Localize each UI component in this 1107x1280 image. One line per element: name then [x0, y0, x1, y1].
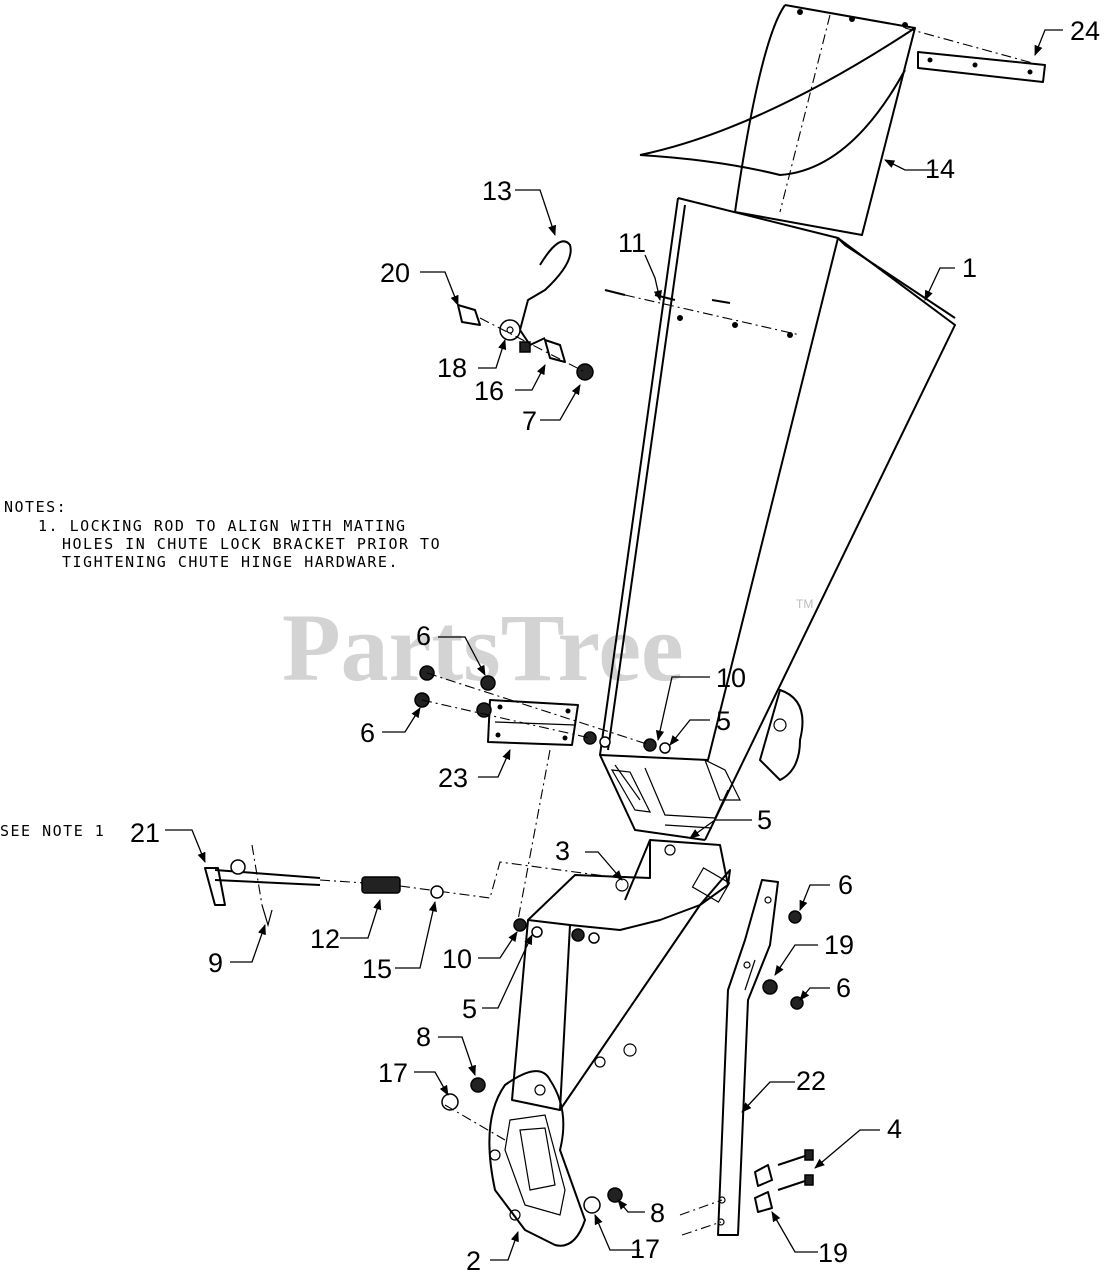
callout-5c: 5 [462, 994, 477, 1024]
callout-7: 7 [522, 406, 537, 436]
callout-15: 15 [362, 954, 392, 984]
callout-4: 4 [887, 1114, 902, 1144]
main-chute [599, 197, 956, 841]
callout-20: 20 [380, 258, 410, 288]
deflector-bracket [904, 27, 1046, 83]
callout-22: 22 [796, 1066, 826, 1096]
callout-11: 11 [618, 228, 646, 258]
lower-bracket [511, 839, 731, 1111]
notes-line-2: HOLES IN CHUTE LOCK BRACKET PRIOR TO [62, 535, 441, 553]
locking-rod-assembly [204, 844, 621, 928]
callout-13: 13 [482, 176, 512, 206]
callout-12: 12 [310, 924, 340, 954]
callout-19b: 19 [818, 1238, 848, 1268]
callout-14: 14 [925, 154, 955, 184]
callout-23: 23 [438, 763, 468, 793]
callout-6c: 6 [838, 870, 853, 900]
callout-6b: 6 [360, 718, 375, 748]
chute-base-plate [441, 1070, 623, 1247]
notes-block: NOTES: 1. LOCKING ROD TO ALIGN WITH MATI… [0, 498, 441, 840]
callout-9: 9 [208, 948, 223, 978]
chute-deflector [639, 4, 916, 236]
notes-line-1: 1. LOCKING ROD TO ALIGN WITH MATING [38, 517, 407, 535]
callout-2: 2 [466, 1246, 481, 1276]
chute-hinge [414, 665, 671, 921]
callout-6d: 6 [836, 973, 851, 1003]
notes-heading: NOTES: [4, 498, 67, 516]
rod-mount-hardware [754, 1149, 814, 1213]
callout-17a: 17 [378, 1058, 408, 1088]
callout-8a: 8 [416, 1022, 431, 1052]
chute-screws [604, 289, 801, 338]
callout-10b: 10 [442, 944, 472, 974]
callout-10a: 10 [716, 663, 746, 693]
watermark-trademark: TM [796, 597, 813, 611]
callout-6a: 6 [416, 621, 431, 651]
notes-line-3: TIGHTENING CHUTE HINGE HARDWARE. [62, 553, 399, 571]
callout-5b: 5 [757, 805, 772, 835]
callout-19a: 19 [824, 930, 854, 960]
leader-lines [165, 29, 1063, 1261]
callout-21: 21 [130, 818, 160, 848]
callout-16: 16 [474, 376, 504, 406]
chute-rod [679, 879, 804, 1236]
chute-lock-lever [457, 240, 594, 381]
callout-5a: 5 [716, 706, 731, 736]
callout-3: 3 [555, 836, 570, 866]
callout-8b: 8 [650, 1198, 665, 1228]
callout-24: 24 [1070, 16, 1100, 46]
callout-18: 18 [437, 353, 467, 383]
callout-labels: 24 14 1 13 11 20 18 16 7 6 6 10 5 23 5 3… [130, 16, 1100, 1276]
callout-17b: 17 [630, 1234, 660, 1264]
callout-1: 1 [962, 253, 977, 283]
see-note-label: SEE NOTE 1 [0, 822, 105, 840]
